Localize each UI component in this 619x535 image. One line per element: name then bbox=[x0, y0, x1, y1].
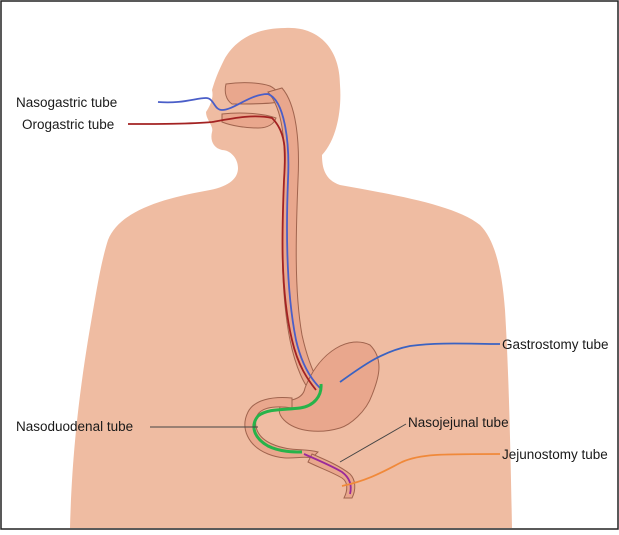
label-nasojejunal: Nasojejunal tube bbox=[408, 415, 509, 430]
label-gastrostomy: Gastrostomy tube bbox=[502, 337, 609, 352]
label-orogastric: Orogastric tube bbox=[22, 117, 114, 132]
label-nasoduodenal: Nasoduodenal tube bbox=[16, 419, 133, 434]
label-jejunostomy: Jejunostomy tube bbox=[502, 447, 608, 462]
label-nasogastric: Nasogastric tube bbox=[16, 95, 117, 110]
